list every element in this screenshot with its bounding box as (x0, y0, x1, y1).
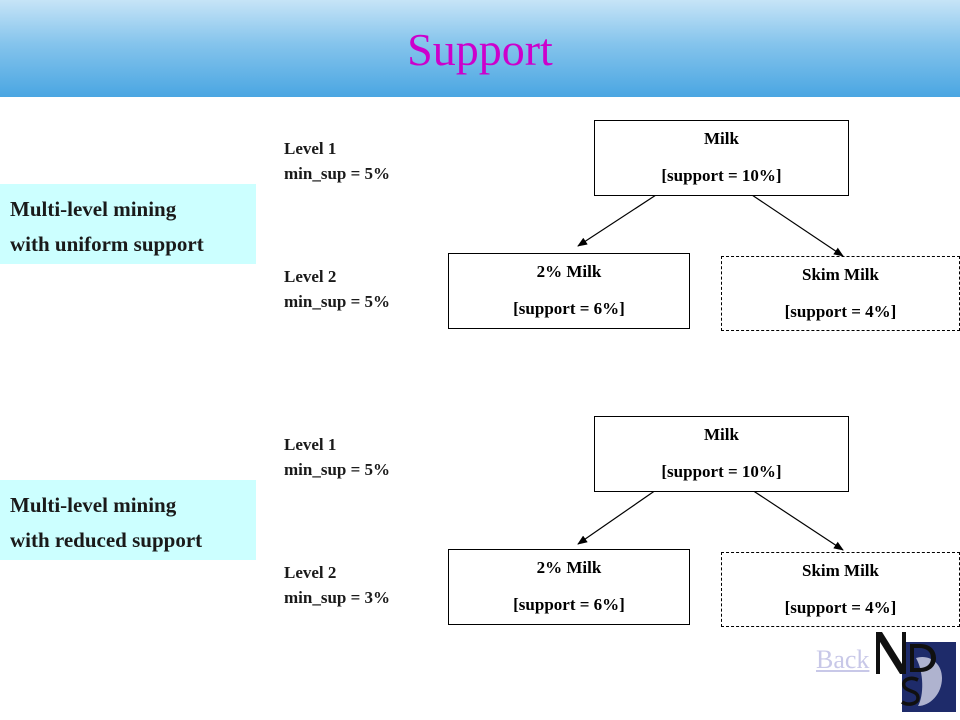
node-2pct-milk-reduced: 2% Milk [support = 6%] (448, 549, 690, 625)
slide-title: Support (407, 24, 553, 75)
node-2pct-milk-uniform: 2% Milk [support = 6%] (448, 253, 690, 329)
title-banner: Support (0, 0, 960, 97)
level-2-reduced-name: Level 2 (284, 563, 337, 582)
node-2pct-milk-uniform-support: [support = 6%] (513, 299, 625, 318)
level-1-reduced-name: Level 1 (284, 435, 337, 454)
edge-milk-to-skim-bottom (751, 489, 844, 551)
level-1-uniform-minsup: min_sup = 5% (284, 164, 391, 183)
edge-milk-to-skim-top (751, 194, 844, 257)
level-2-reduced: Level 2 min_sup = 3% (284, 560, 390, 610)
node-milk-reduced: Milk [support = 10%] (594, 416, 849, 492)
node-skim-milk-uniform: Skim Milk [support = 4%] (721, 256, 960, 331)
level-2-uniform-minsup: min_sup = 5% (284, 292, 391, 311)
node-milk-uniform-support: [support = 10%] (661, 166, 782, 185)
node-milk-uniform-name: Milk (704, 129, 739, 148)
node-2pct-milk-uniform-name: 2% Milk (536, 262, 602, 281)
level-2-reduced-minsup: min_sup = 3% (284, 588, 391, 607)
node-milk-reduced-name: Milk (704, 425, 739, 444)
node-skim-milk-uniform-support: [support = 4%] (784, 302, 897, 321)
level-1-reduced: Level 1 min_sup = 5% (284, 432, 390, 482)
uniform-support-label-line-2: with uniform support (10, 232, 204, 256)
level-1-uniform-name: Level 1 (284, 139, 337, 158)
node-skim-milk-uniform-name: Skim Milk (802, 265, 879, 284)
node-2pct-milk-reduced-support: [support = 6%] (513, 595, 625, 614)
node-skim-milk-reduced-support: [support = 4%] (784, 598, 897, 617)
node-milk-reduced-support: [support = 10%] (661, 462, 782, 481)
node-2pct-milk-reduced-name: 2% Milk (536, 558, 602, 577)
uniform-support-label: Multi-level mining with uniform support (0, 184, 256, 264)
edge-milk-to-2pct-bottom (577, 489, 657, 545)
node-skim-milk-reduced: Skim Milk [support = 4%] (721, 552, 960, 627)
edge-milk-to-2pct-top (577, 194, 657, 247)
level-2-uniform-name: Level 2 (284, 267, 337, 286)
level-1-reduced-minsup: min_sup = 5% (284, 460, 391, 479)
uniform-support-label-line-1: Multi-level mining (10, 197, 177, 221)
level-1-uniform: Level 1 min_sup = 5% (284, 136, 390, 186)
back-link[interactable]: Back (816, 645, 870, 674)
level-2-uniform: Level 2 min_sup = 5% (284, 264, 390, 314)
reduced-support-label-line-1: Multi-level mining (10, 493, 177, 517)
node-milk-uniform: Milk [support = 10%] (594, 120, 849, 196)
nd-logo-icon (876, 632, 956, 712)
reduced-support-label: Multi-level mining with reduced support (0, 480, 256, 560)
reduced-support-label-line-2: with reduced support (10, 528, 203, 552)
node-skim-milk-reduced-name: Skim Milk (802, 561, 879, 580)
